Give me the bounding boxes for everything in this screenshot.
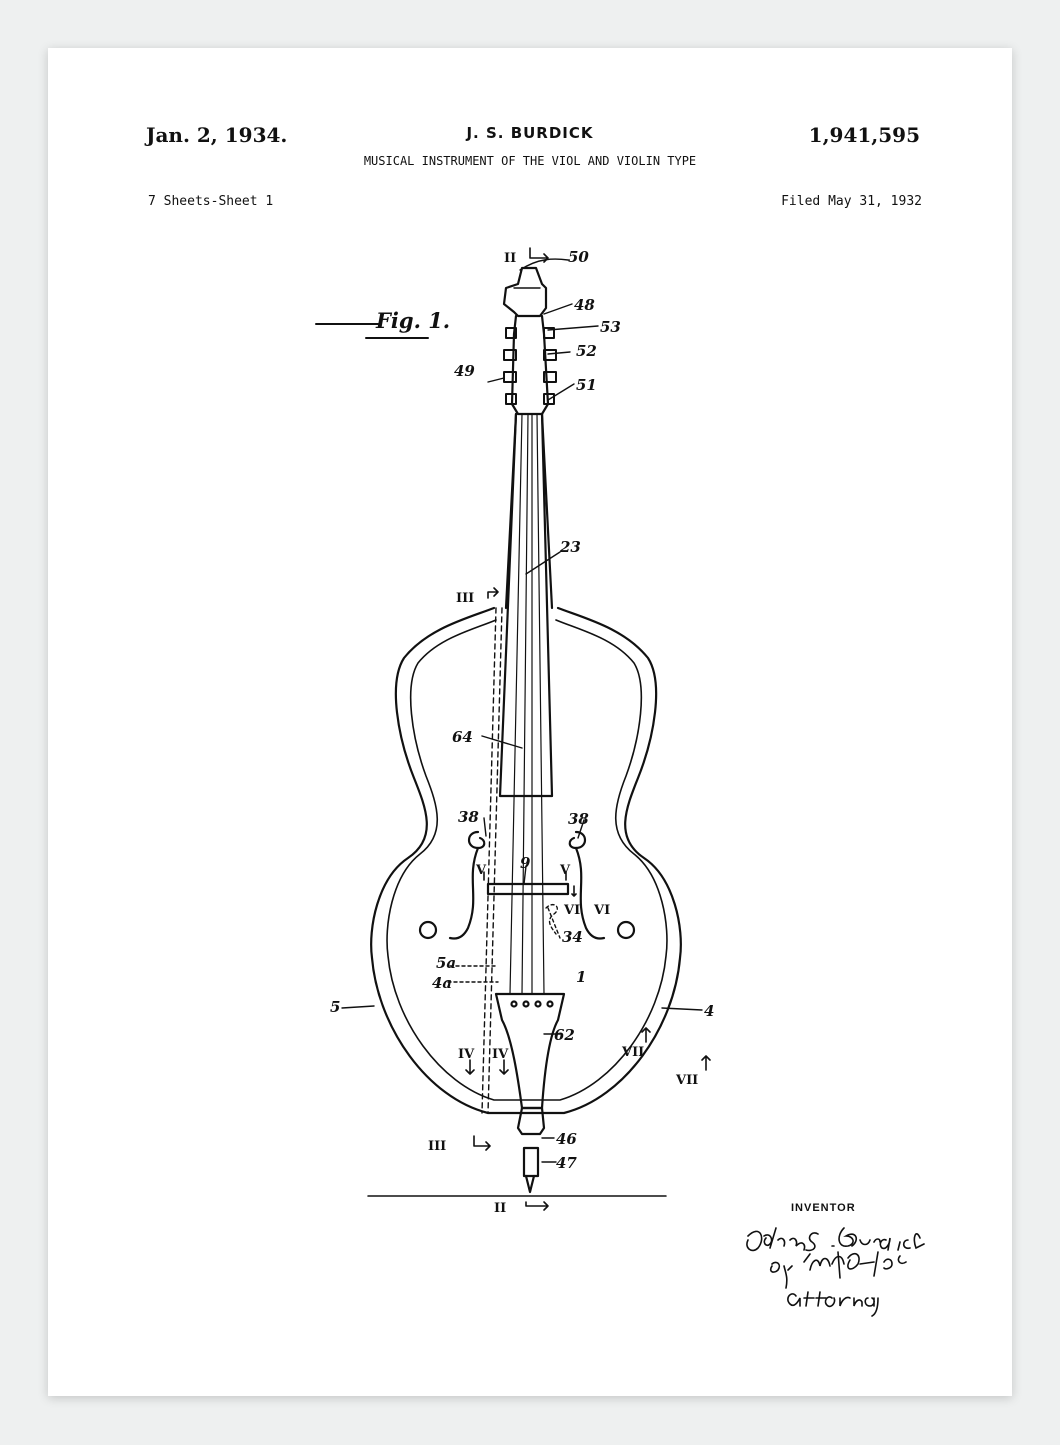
numeral-50: 50 bbox=[568, 248, 589, 266]
section-mark-ii-bottom: II bbox=[494, 1201, 506, 1216]
numeral-23: 23 bbox=[559, 538, 581, 556]
figure-underline bbox=[315, 323, 429, 339]
section-mark-vi-left: VI bbox=[563, 903, 580, 918]
double-bass-drawing: 50 48 53 52 49 51 23 64 38 38 9 34 5a 4a… bbox=[315, 247, 925, 1317]
patent-number: 1,941,595 bbox=[808, 123, 920, 147]
numeral-4a: 4a bbox=[432, 974, 452, 992]
bass-bar bbox=[481, 607, 503, 1114]
patent-date: Jan. 2, 1934. bbox=[146, 123, 288, 147]
bridge bbox=[486, 882, 570, 896]
numeral-5a: 5a bbox=[436, 954, 456, 972]
numeral-47: 47 bbox=[556, 1154, 577, 1172]
numeral-52: 52 bbox=[576, 342, 597, 360]
numeral-53: 53 bbox=[600, 318, 621, 336]
leader-lines bbox=[341, 258, 703, 1163]
scroll bbox=[502, 266, 548, 318]
numeral-62: 62 bbox=[554, 1026, 575, 1044]
section-mark-iii-bottom: III bbox=[428, 1139, 446, 1154]
numeral-51: 51 bbox=[576, 376, 597, 394]
filed-date: Filed May 31, 1932 bbox=[781, 194, 922, 209]
numeral-9: 9 bbox=[520, 854, 531, 872]
figure-label: Fig. 1. bbox=[376, 308, 451, 333]
numeral-5: 5 bbox=[330, 998, 340, 1016]
section-mark-iii-top: III bbox=[456, 591, 474, 606]
sheet-count: 7 Sheets-Sheet 1 bbox=[148, 194, 274, 209]
endpin bbox=[516, 1106, 546, 1136]
numeral-38-left: 38 bbox=[458, 808, 479, 826]
soundpost bbox=[545, 904, 558, 935]
patent-title: MUSICAL INSTRUMENT OF THE VIOL AND VIOLI… bbox=[363, 154, 697, 168]
section-mark-iv-right: IV bbox=[492, 1047, 509, 1062]
handwritten-signature bbox=[746, 1227, 925, 1317]
numeral-49: 49 bbox=[454, 362, 475, 380]
section-mark-iv-left: IV bbox=[458, 1047, 475, 1062]
inventor-name: J. S. BURDICK bbox=[466, 124, 594, 142]
numeral-64: 64 bbox=[452, 728, 473, 746]
body-purfling bbox=[386, 619, 668, 1101]
numeral-38-right: 38 bbox=[568, 810, 589, 828]
section-mark-ii-top: II bbox=[504, 251, 516, 266]
numeral-1: 1 bbox=[576, 968, 586, 986]
numeral-46: 46 bbox=[556, 1130, 577, 1148]
numeral-4: 4 bbox=[704, 1002, 714, 1020]
pegbox bbox=[510, 314, 550, 416]
section-arrows bbox=[465, 247, 711, 1211]
patent-sheet: Jan. 2, 1934. J. S. BURDICK 1,941,595 MU… bbox=[48, 48, 1012, 1396]
body-outline bbox=[370, 606, 682, 1115]
f-hole-left bbox=[418, 830, 486, 940]
numeral-34: 34 bbox=[562, 928, 583, 946]
section-mark-vi-right: VI bbox=[593, 903, 610, 918]
section-mark-v-right: V bbox=[559, 863, 571, 878]
f-hole-right bbox=[568, 830, 636, 940]
strings bbox=[509, 413, 545, 995]
section-mark-v-left: V bbox=[475, 863, 487, 878]
section-mark-vii-left: VII bbox=[621, 1045, 644, 1060]
numeral-48: 48 bbox=[574, 296, 595, 314]
inventor-label: INVENTOR bbox=[791, 1202, 856, 1214]
section-mark-vii-right: VII bbox=[675, 1073, 698, 1088]
